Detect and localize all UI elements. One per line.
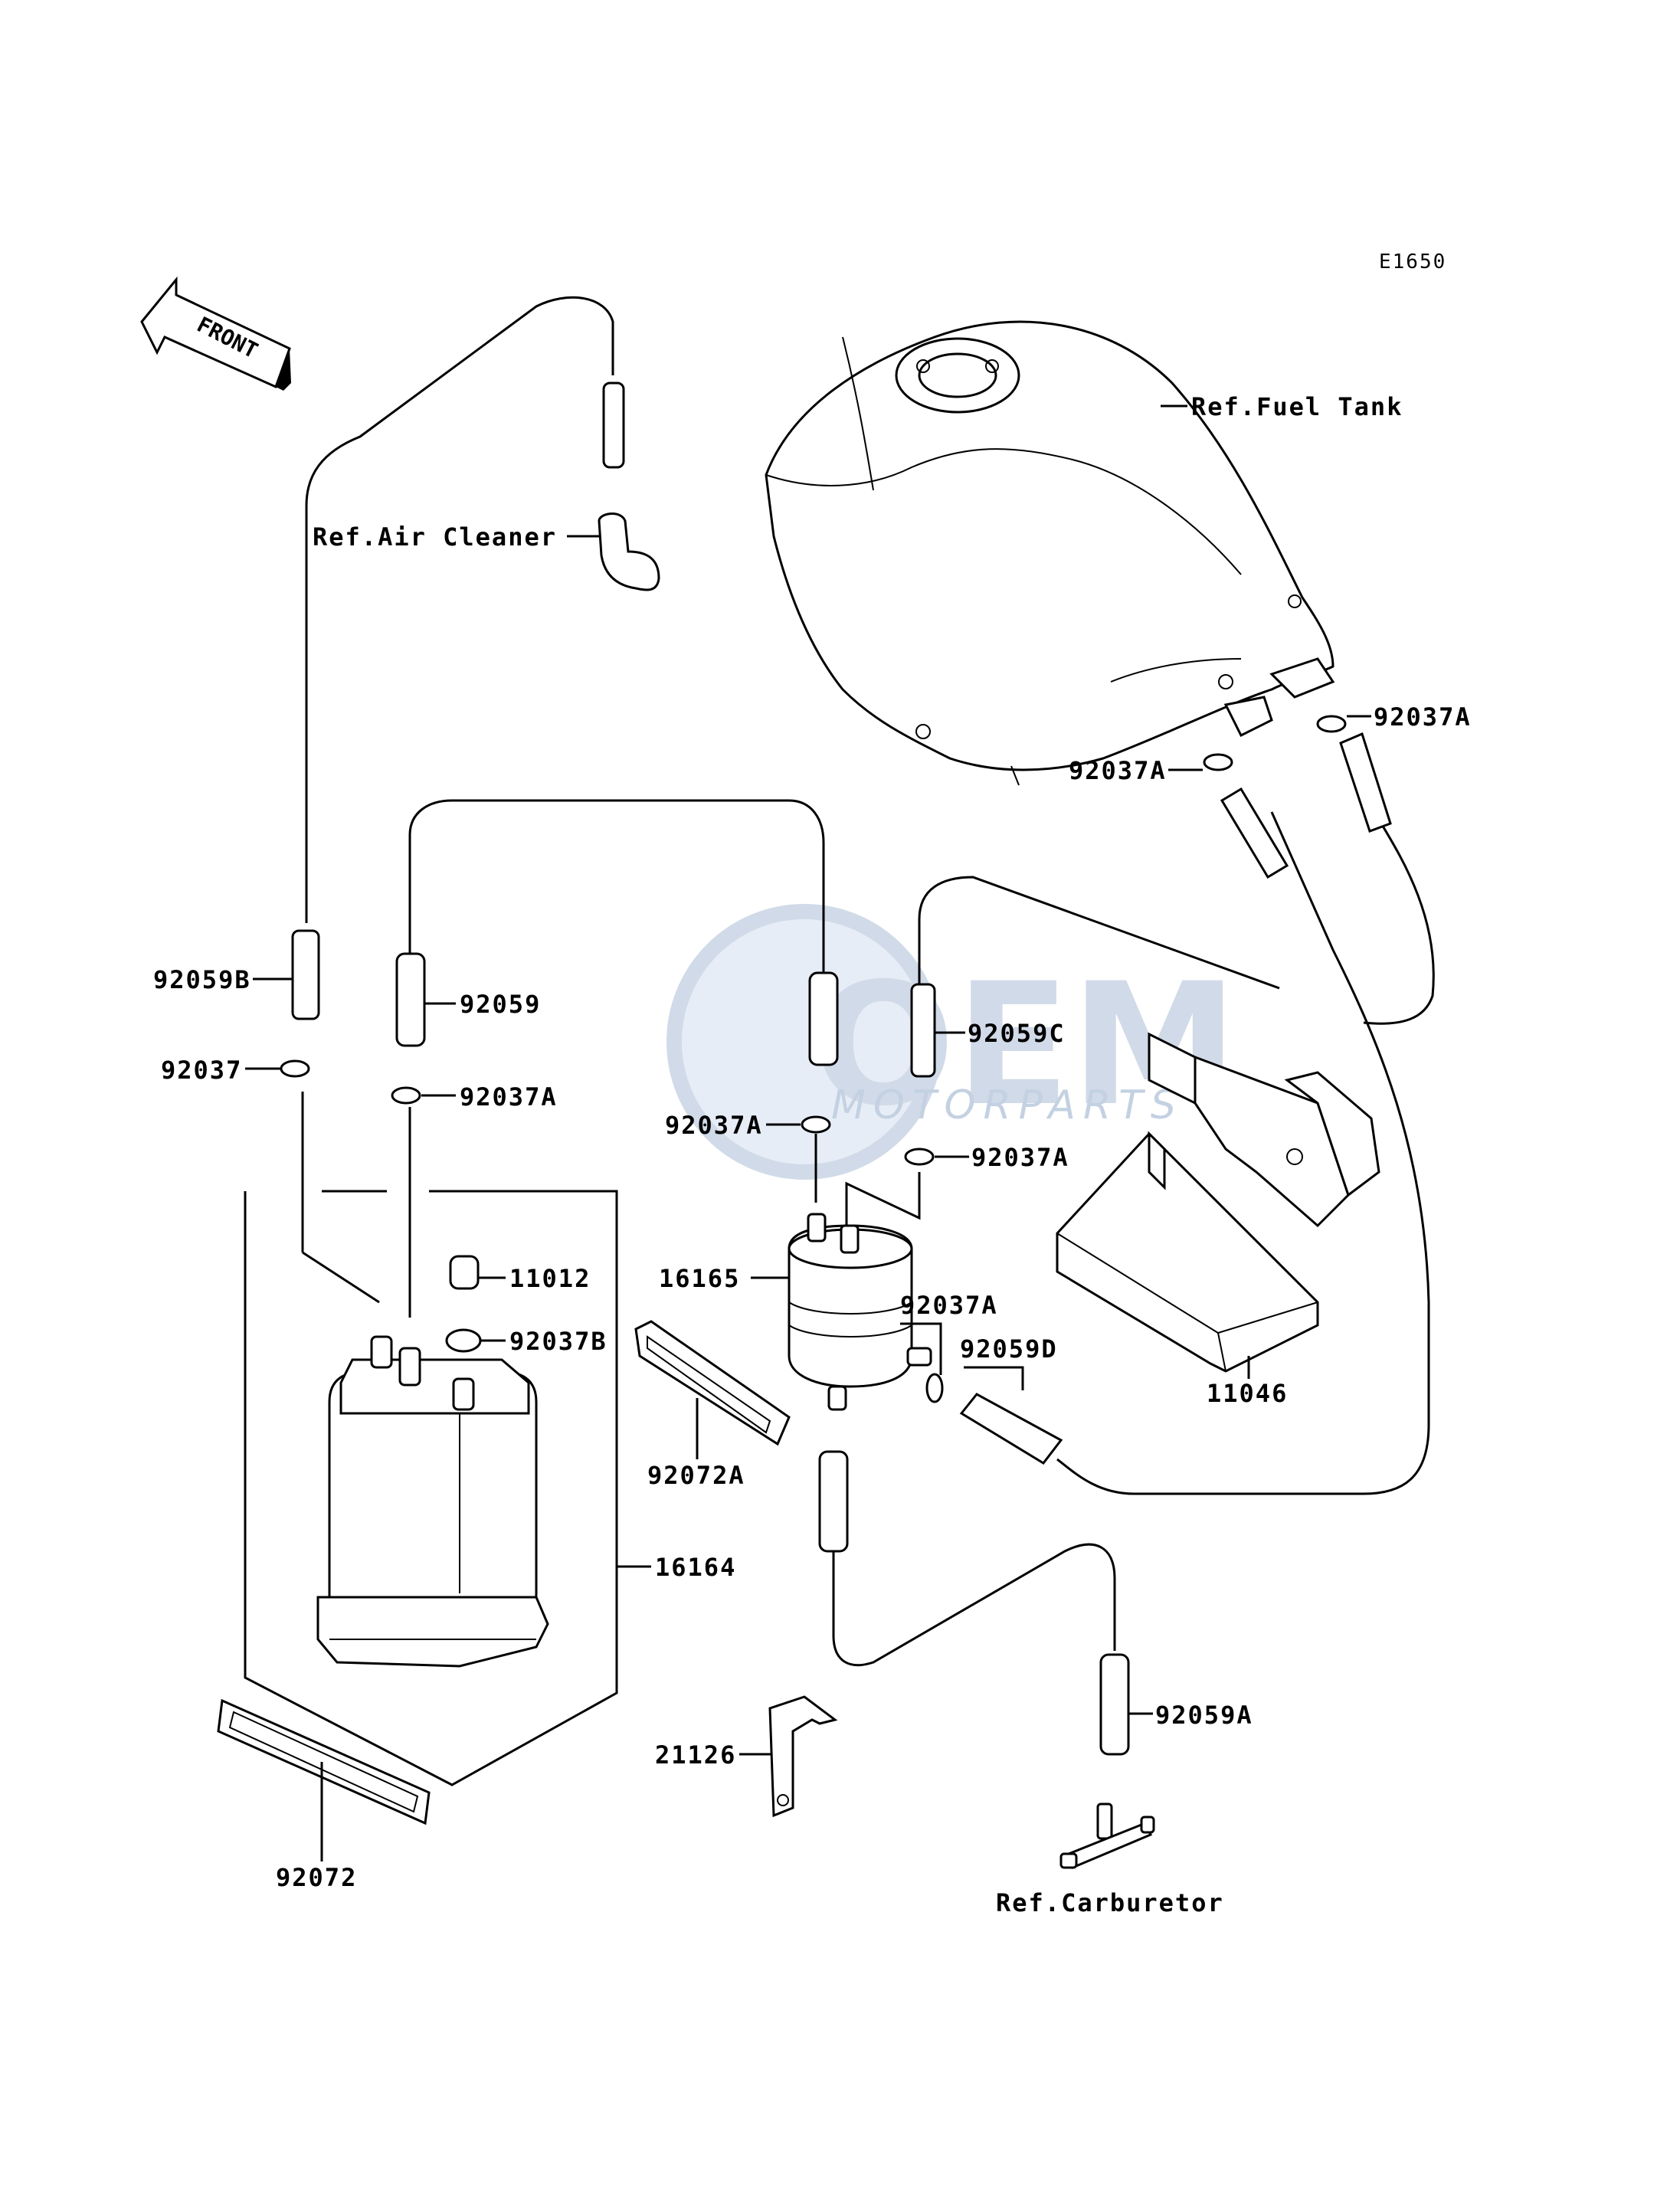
label-92059C: 92059C — [968, 1019, 1066, 1048]
carburetor-fitting — [1059, 1802, 1155, 1870]
label-92059A: 92059A — [1155, 1701, 1253, 1730]
label-92037A-tank-right: 92037A — [1374, 702, 1472, 732]
label-ref-carburetor: Ref.Carburetor — [996, 1888, 1224, 1917]
label-92037A-filter: 92037A — [900, 1291, 998, 1320]
label-92059D: 92059D — [960, 1334, 1058, 1364]
label-92037A-mid-right: 92037A — [971, 1143, 1069, 1172]
label-21126: 21126 — [655, 1740, 736, 1770]
label-ref-fuel-tank: Ref.Fuel Tank — [1191, 392, 1403, 421]
diagram-code: E1650 — [1379, 250, 1446, 273]
battery-tray-11046 — [1056, 1032, 1380, 1373]
label-92037A-tank-left: 92037A — [1069, 756, 1167, 785]
fuel-pump-16165 — [788, 1213, 932, 1411]
label-ref-air-cleaner: Ref.Air Cleaner — [313, 522, 557, 552]
label-92037A-left: 92037A — [460, 1082, 558, 1112]
label-92037B: 92037B — [509, 1327, 607, 1356]
watermark-subtitle: MOTORPARTS — [831, 1082, 1184, 1128]
fuel-tank — [765, 320, 1335, 786]
label-16165: 16165 — [659, 1264, 740, 1293]
canister-16164 — [316, 1335, 549, 1668]
label-16164: 16164 — [655, 1553, 736, 1582]
label-11046: 11046 — [1207, 1379, 1288, 1408]
label-92059: 92059 — [460, 990, 541, 1019]
label-92037A-mid: 92037A — [665, 1111, 763, 1140]
label-92072A: 92072A — [647, 1461, 745, 1490]
front-arrow-icon: FRONT — [140, 276, 291, 391]
label-92059B: 92059B — [153, 965, 251, 994]
label-92072: 92072 — [276, 1863, 357, 1892]
label-11012: 11012 — [509, 1264, 591, 1293]
label-92037: 92037 — [161, 1056, 242, 1085]
